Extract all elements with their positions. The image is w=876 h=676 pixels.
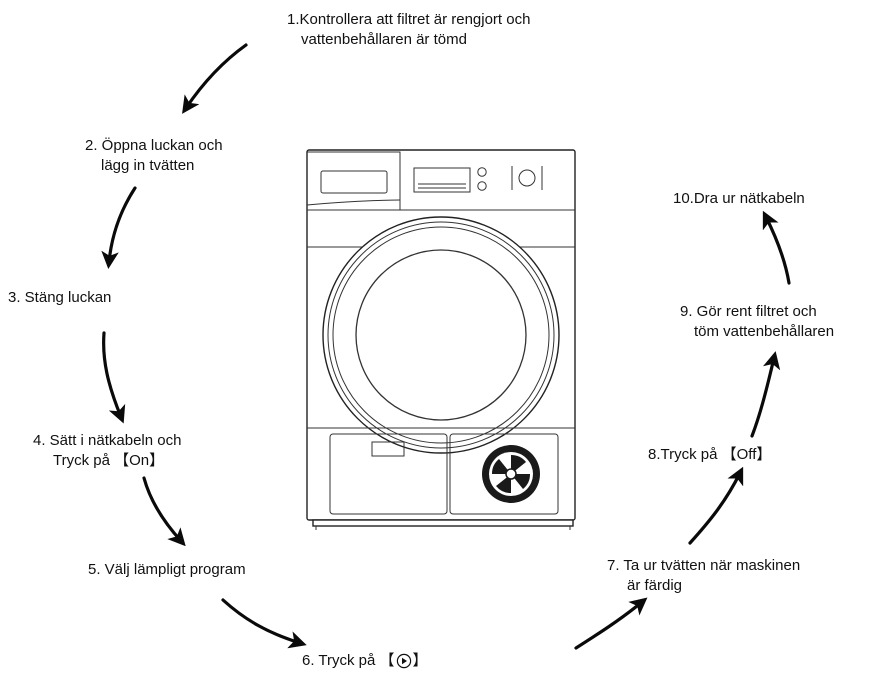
step-6-text: 6. Tryck på 【 [302, 652, 395, 669]
step-7-line-2: är färdig [627, 577, 683, 594]
step-4-label: 4. Sätt i nätkabeln och Tryck på 【On】 [33, 431, 181, 471]
step-3-line-1: 3. Stäng luckan [8, 289, 112, 306]
arrow-9-to-10 [762, 210, 791, 285]
step-1-line-2: vattenbehållaren är tömd [301, 31, 467, 48]
step-8-line-1: 8.Tryck på 【Off】 [648, 446, 772, 463]
step-2-label: 2. Öppna luckan och lägg in tvätten [85, 136, 223, 176]
arrow-5-to-6 [221, 598, 307, 649]
arrow-6-to-7 [574, 597, 648, 650]
step-6-label: 6. Tryck på 【 】 [302, 651, 428, 671]
step-1-line-1: 1.Kontrollera att filtret är rengjort oc… [287, 11, 531, 28]
step-4-line-2: Tryck på 【On】 [53, 452, 165, 469]
step-2-line-1: 2. Öppna luckan och [85, 137, 223, 154]
step-9-label: 9. Gör rent filtret och töm vattenbehåll… [680, 302, 834, 342]
step-10-label: 10.Dra ur nätkabeln [673, 189, 805, 209]
step-2-line-2: lägg in tvätten [101, 157, 195, 174]
fan-icon [482, 445, 540, 503]
arrow-4-to-5 [142, 476, 186, 547]
tumble-dryer-illustration [306, 149, 576, 530]
arrow-7-to-8 [688, 466, 744, 545]
step-8-label: 8.Tryck på 【Off】 [648, 445, 771, 465]
step-5-label: 5. Välj lämpligt program [88, 560, 246, 580]
step-10-line-1: 10.Dra ur nätkabeln [673, 190, 805, 207]
arrow-8-to-9 [750, 351, 781, 438]
step-7-label: 7. Ta ur tvätten när maskinen är färdig [607, 556, 800, 596]
step-5-line-1: 5. Välj lämpligt program [88, 561, 246, 578]
arrow-1-to-2 [182, 43, 248, 114]
step-1-label: 1.Kontrollera att filtret är rengjort oc… [287, 10, 530, 50]
arrow-2-to-3 [101, 186, 137, 270]
step-4-line-1: 4. Sätt i nätkabeln och [33, 432, 182, 449]
step-9-line-2: töm vattenbehållaren [694, 323, 835, 340]
step-3-label: 3. Stäng luckan [8, 288, 111, 308]
step-9-line-1: 9. Gör rent filtret och [680, 303, 817, 320]
arrow-3-to-4 [102, 331, 126, 424]
step-7-line-1: 7. Ta ur tvätten när maskinen [607, 557, 801, 574]
step-6-bracket-close: 】 [412, 652, 428, 669]
play-pause-icon [396, 653, 411, 669]
step-6-line-1: 6. Tryck på 【 】 [302, 651, 428, 671]
